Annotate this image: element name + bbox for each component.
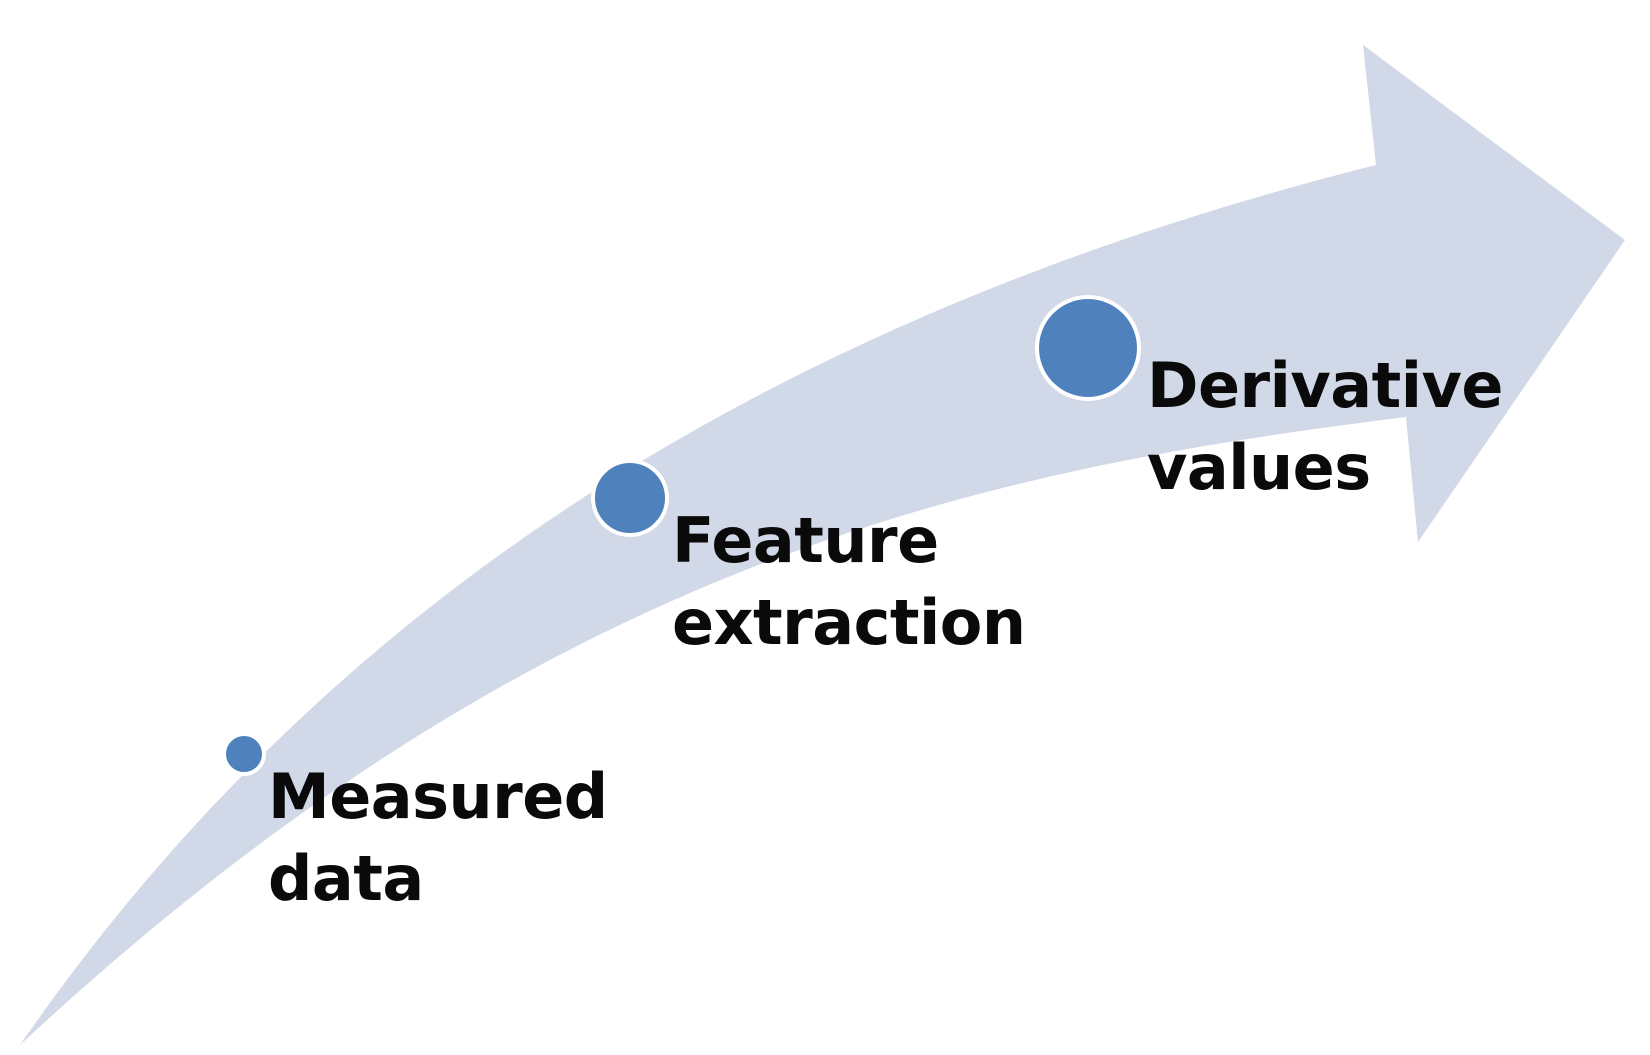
step-label-line: extraction [672, 586, 1026, 659]
step-label-line: values [1147, 431, 1371, 504]
step-label-derivative-values: Derivative values [1147, 345, 1503, 509]
step-label-line: Measured [268, 760, 608, 833]
step-label-line: data [268, 842, 424, 915]
step-label-line: Feature [672, 504, 939, 577]
step-label-measured-data: Measured data [268, 756, 608, 920]
step-label-line: Derivative [1147, 349, 1503, 422]
step-node-1 [222, 732, 266, 776]
curved-arrow [20, 45, 1625, 1045]
step-node-2 [591, 459, 669, 537]
step-label-feature-extraction: Feature extraction [672, 500, 1026, 664]
step-node-3 [1035, 295, 1141, 401]
